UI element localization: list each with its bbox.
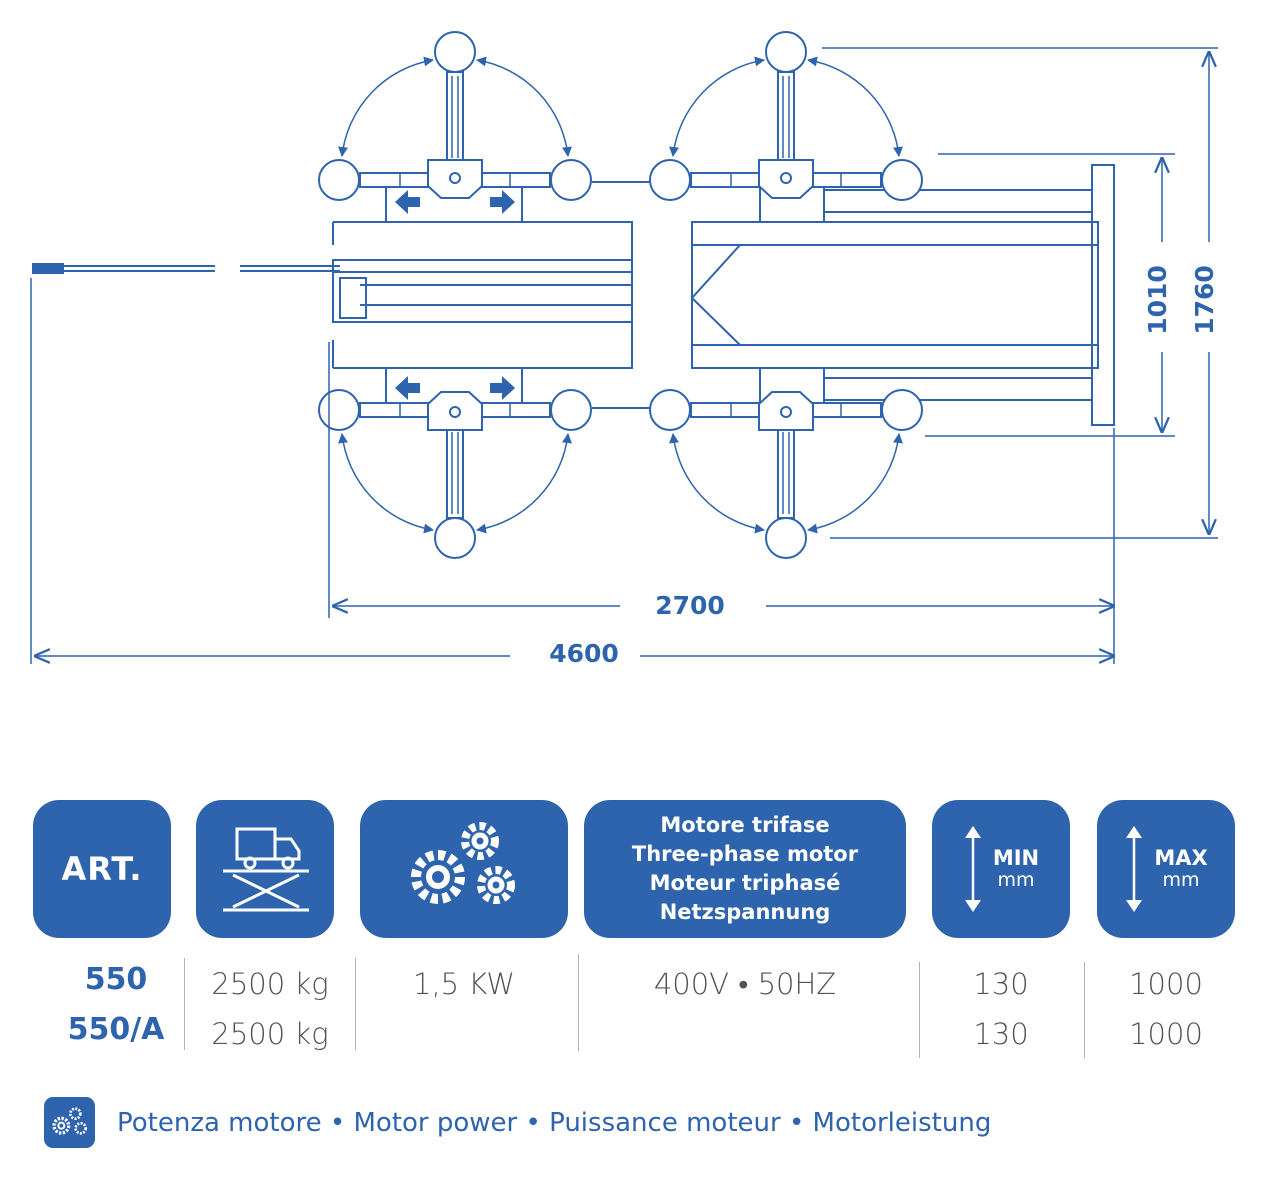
dimension-2700: 2700 — [655, 591, 725, 620]
rear-right-arm — [650, 390, 922, 558]
front-left-arm — [319, 32, 591, 200]
capacity-value: 2500 kg — [211, 1017, 329, 1051]
lift-frame — [32, 164, 1115, 426]
motor-line-it: Motore trifase — [660, 813, 830, 837]
art-label: ART. — [61, 850, 143, 888]
legend-text: Potenza motore • Motor power • Puissance… — [117, 1107, 992, 1138]
vertical-arrows-icon — [1126, 826, 1143, 912]
header-max: MAX mm — [1097, 800, 1235, 938]
motor-line-de: Netzspannung — [659, 900, 831, 924]
dimension-1010: 1010 — [1143, 265, 1172, 335]
motor-line-en: Three-phase motor — [631, 842, 859, 866]
column-separator — [355, 958, 356, 1050]
min-unit: mm — [997, 869, 1035, 891]
truck-on-scissor-lift-icon — [223, 827, 309, 912]
art-number: 550 — [84, 962, 148, 997]
rear-left-arm — [650, 32, 922, 200]
gears-icon — [411, 822, 515, 904]
dimension-4600: 4600 — [549, 639, 619, 668]
front-right-arm — [319, 390, 591, 558]
supply-value: 400V • 50HZ — [653, 967, 837, 1001]
column-separator — [184, 958, 185, 1050]
art-number: 550/A — [67, 1012, 165, 1047]
lift-technical-drawing: 2700 4600 1010 1760 — [30, 0, 1219, 668]
column-separator — [578, 954, 579, 1051]
column-separator — [919, 962, 920, 1058]
motor-line-fr: Moteur triphasé — [649, 871, 841, 895]
header-capacity — [196, 800, 334, 938]
min-label: MIN — [992, 846, 1040, 870]
dimension-1760: 1760 — [1190, 265, 1219, 335]
min-value: 130 — [973, 967, 1029, 1001]
power-value: 1,5 KW — [413, 967, 515, 1001]
vertical-arrows-icon — [964, 826, 981, 912]
max-value: 1000 — [1129, 967, 1203, 1001]
column-separator — [1084, 962, 1085, 1058]
header-power — [360, 800, 568, 938]
arm-slide-arrows — [395, 190, 515, 400]
min-value: 130 — [973, 1017, 1029, 1051]
max-unit: mm — [1162, 869, 1200, 891]
header-min: MIN mm — [932, 800, 1070, 938]
max-label: MAX — [1154, 846, 1208, 870]
gears-icon — [44, 1097, 95, 1148]
capacity-value: 2500 kg — [211, 967, 329, 1001]
max-value: 1000 — [1129, 1017, 1203, 1051]
dimension-lines — [30, 47, 1218, 664]
header-motor: Motore trifase Three-phase motor Moteur … — [584, 800, 906, 938]
legend: Potenza motore • Motor power • Puissance… — [44, 1097, 991, 1148]
header-art: ART. — [33, 800, 171, 938]
